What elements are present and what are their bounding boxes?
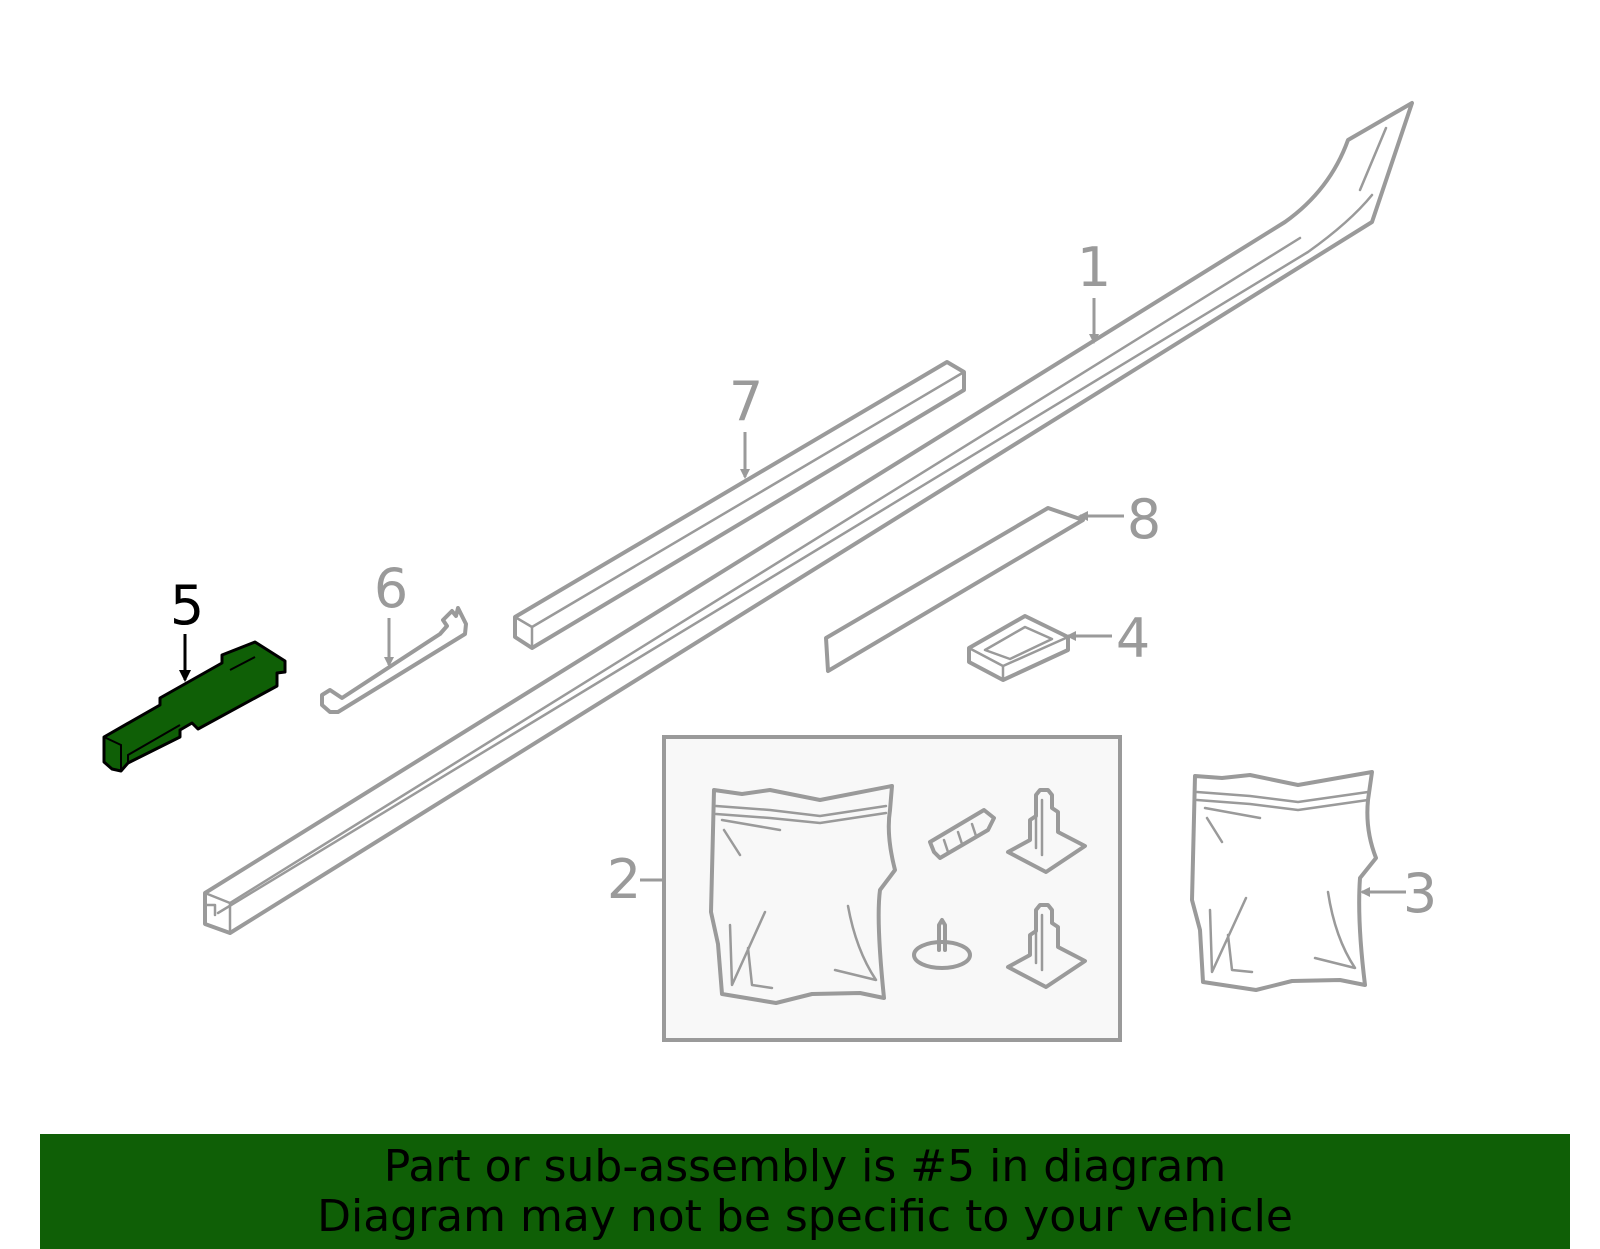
callout-5[interactable]: 5 bbox=[170, 574, 204, 637]
callout-1: 1 bbox=[1077, 236, 1111, 299]
callout-2: 2 bbox=[607, 848, 641, 911]
banner-line-2: Diagram may not be specific to your vehi… bbox=[317, 1191, 1293, 1242]
callout-labels: 1 2 3 4 5 6 7 8 bbox=[170, 236, 1437, 925]
part-6-bracket bbox=[320, 606, 468, 714]
leader-lines bbox=[179, 298, 1406, 897]
callout-8: 8 bbox=[1127, 488, 1161, 551]
part-1-rocker-molding bbox=[203, 101, 1414, 935]
banner-line-1: Part or sub-assembly is #5 in diagram bbox=[383, 1141, 1227, 1192]
callout-7: 7 bbox=[729, 370, 763, 433]
part-4-pad bbox=[967, 614, 1070, 682]
callout-6: 6 bbox=[374, 557, 408, 620]
callout-4: 4 bbox=[1116, 607, 1150, 670]
part-5-highlighted[interactable] bbox=[102, 640, 287, 773]
part-2-kit-box bbox=[662, 735, 1122, 1042]
info-banner: Part or sub-assembly is #5 in diagram Di… bbox=[40, 1134, 1570, 1249]
part-7-trim-strip bbox=[513, 360, 966, 650]
part-3-bag bbox=[1190, 770, 1378, 992]
callout-3: 3 bbox=[1403, 862, 1437, 925]
